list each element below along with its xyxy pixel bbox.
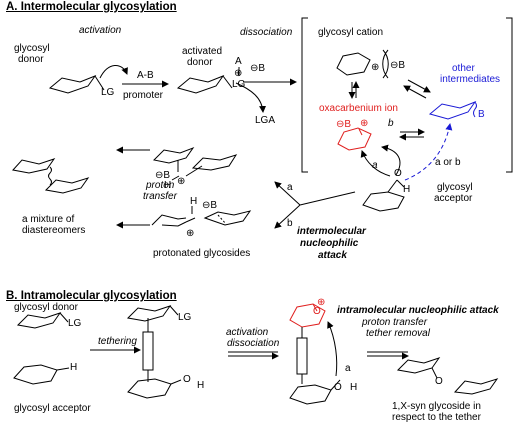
activation-curved-arrow: [99, 65, 128, 79]
bracket-left: [301, 17, 308, 173]
oxacarbenium-path-b: b: [388, 118, 394, 129]
proton-transfer-label: proton: [146, 180, 175, 191]
intramolecular-attack-label: intramolecular nucleophilic attack: [337, 305, 499, 316]
tether-removal-label: tether removal: [366, 328, 430, 339]
dissociation-label: dissociation: [240, 27, 293, 38]
bracket-right: [506, 17, 513, 173]
plus-charge: ⊕: [234, 68, 243, 79]
oxacarbenium-ion-label: oxacarbenium ion: [319, 103, 398, 114]
section-b-title: B. Intramolecular glycosylation: [6, 290, 177, 302]
attack-arrow-blue-dashed: [404, 123, 453, 181]
cation-plus: ⊕: [371, 62, 380, 73]
intermediate-b-label: B: [478, 109, 485, 120]
activated-donor-label-2: donor: [187, 57, 213, 68]
donor-lg-bond: [94, 75, 105, 91]
attack-arrow-a: [360, 150, 391, 177]
b-tethered-h: H: [197, 380, 205, 391]
lower-product-plus: ⊕: [186, 228, 195, 239]
mixture-label-2: diastereomers: [22, 225, 86, 236]
upper-product-plus: ⊕: [177, 176, 186, 187]
donor-ring: [48, 74, 97, 94]
ion-pair-bracket-2: [382, 49, 389, 79]
b-intermediate-o: O: [334, 382, 342, 393]
protonated-glycosides-label: protonated glycosides: [153, 248, 251, 259]
intra-attack-arrow: [327, 321, 338, 377]
glycosyl-donor-label-2: donor: [18, 54, 44, 65]
a-atom-label: A: [235, 56, 242, 67]
b-dissociation-label: dissociation: [227, 338, 280, 349]
activated-donor-ring: [176, 74, 225, 94]
acceptor-o: O: [394, 168, 402, 179]
product-label-2: respect to the tether: [392, 412, 481, 423]
glycosyl-acceptor-label: glycosyl: [437, 182, 473, 193]
b-product-o: O: [435, 376, 443, 387]
b-glycosyl-donor-label: glycosyl donor: [14, 302, 78, 313]
lg2-label: LG: [232, 79, 246, 90]
oxacarbenium-plus: ⊕: [360, 118, 369, 129]
a-or-b-label: a or b: [435, 157, 461, 168]
b-glycosyl-acceptor-label: glycosyl acceptor: [14, 403, 91, 414]
branch-a-label: a: [287, 182, 293, 193]
b-tethered-lg: LG: [178, 312, 192, 323]
lg-label: LG: [101, 87, 115, 98]
acceptor-h: H: [403, 184, 411, 195]
promoter-label: promoter: [123, 90, 164, 101]
other-intermediates-label: other: [452, 63, 475, 74]
mixture-label: a mixture of: [22, 214, 75, 225]
ab-label: A-B: [137, 70, 154, 81]
activated-lg-bond: [222, 75, 233, 89]
b-activation-label: activation: [226, 327, 269, 338]
upper-product-counter-ion: ⊖B: [155, 170, 171, 181]
tethering-label: tethering: [98, 336, 137, 347]
lower-product-counter-ion: ⊖B: [202, 200, 218, 211]
other-intermediate-ring: [428, 100, 477, 120]
intermolecular-attack-label-2: nucleophilic: [300, 238, 359, 249]
b-proton-transfer-label: proton transfer: [362, 317, 428, 328]
oxacarbenium-counter-ion: ⊖B: [336, 119, 352, 130]
section-a-title: A. Intermolecular glycosylation: [6, 1, 177, 13]
glycosyl-acceptor-label-2: acceptor: [434, 193, 473, 204]
glycosyl-cation-ring: [336, 52, 371, 76]
activation-label: activation: [79, 25, 122, 36]
glycosyl-donor-label: glycosyl: [14, 43, 50, 54]
attack-arrow-b: [381, 144, 401, 176]
lower-product-h: H: [190, 196, 198, 207]
cation-counter-ion: ⊖B: [390, 60, 406, 71]
product-label: 1,X-syn glycoside in: [392, 401, 481, 412]
glycosyl-acceptor-ring: [362, 191, 405, 212]
branch-b-label: b: [287, 218, 293, 229]
proton-transfer-label-2: transfer: [143, 191, 177, 202]
ion-pair-bracket: [382, 49, 389, 79]
dissociation-curved-arrow: [235, 82, 267, 113]
lga-label: LGA: [255, 115, 276, 126]
b-acceptor-h: H: [70, 362, 78, 373]
activated-donor-label: activated: [182, 46, 223, 57]
b-oxacarbenium-plus: ⊕: [317, 297, 326, 308]
acceptor-oh-bond: [387, 179, 398, 193]
upper-product-h: H: [164, 180, 172, 191]
b-donor-lg: LG: [68, 318, 82, 329]
minus-b-label: ⊖B: [250, 63, 266, 74]
b-oxacarbenium-o: O: [313, 306, 321, 317]
oxacarbenium-ring: [337, 127, 372, 151]
glycosyl-cation-label: glycosyl cation: [318, 27, 384, 38]
intermolecular-attack-label-3: attack: [318, 250, 347, 261]
b-attack-a-label: a: [345, 363, 351, 374]
intermolecular-attack-label: intermolecular: [297, 226, 366, 237]
oxacarbenium-path-a: a: [372, 160, 378, 171]
other-intermediates-label-2: intermediates: [440, 74, 501, 85]
b-tethered-o: O: [183, 374, 191, 385]
b-intermediate-h: H: [350, 382, 358, 393]
